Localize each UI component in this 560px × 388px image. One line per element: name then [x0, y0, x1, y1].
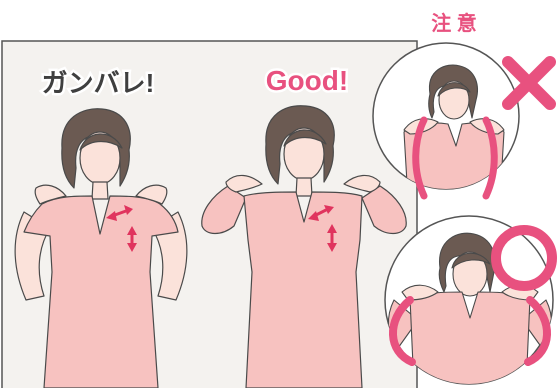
movement-arrows-1 [106, 205, 137, 252]
circle-mark [491, 225, 557, 291]
caution-circle-bad [372, 42, 556, 200]
caution-circle-good [384, 215, 557, 385]
label-keep-trying: ガンバレ! [42, 68, 155, 98]
figure-keep-trying [14, 108, 188, 388]
label-good: Good! [266, 65, 348, 96]
movement-arrows-2 [308, 205, 337, 252]
cross-mark [502, 56, 556, 110]
label-caution: 注 意 [431, 11, 477, 35]
